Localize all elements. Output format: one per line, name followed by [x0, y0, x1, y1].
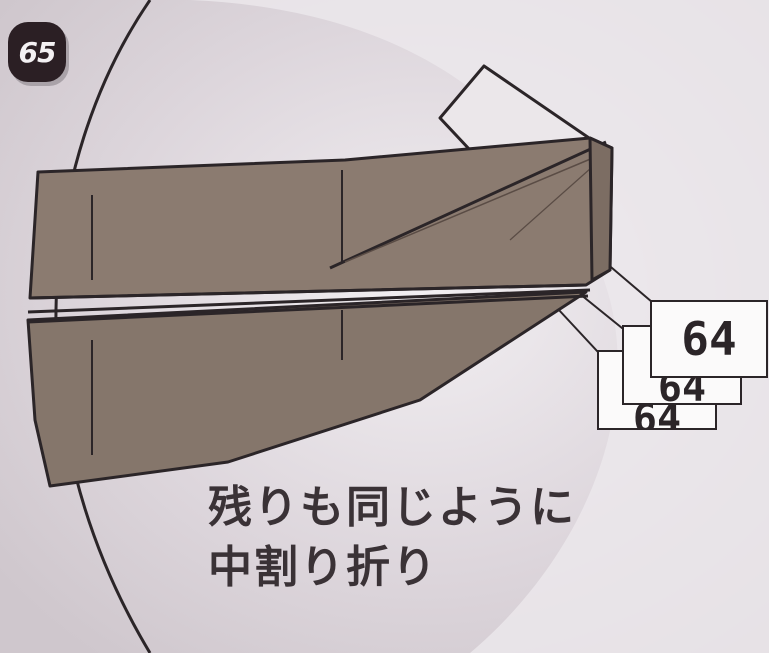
fold-reference-tag-front: 64	[650, 300, 768, 378]
instruction-line-1: 残りも同じように	[208, 482, 576, 533]
step-number-badge: 65	[8, 22, 66, 82]
instruction-text: 残りも同じように 中割り折り	[208, 478, 576, 598]
background-light-band	[190, 0, 769, 653]
step-number: 65	[18, 35, 57, 69]
layer-edge-1	[29, 283, 587, 300]
guide-arc	[54, 0, 152, 653]
fold-reference-number-front: 64	[681, 312, 737, 366]
instruction-line-2: 中割り折り	[208, 542, 438, 593]
layer-edge-3	[27, 294, 589, 324]
model-end-face	[588, 136, 614, 282]
model-lower-body	[26, 290, 588, 488]
layer-edge-2	[27, 288, 591, 314]
diagonal-fold	[329, 140, 607, 270]
crease-line	[509, 159, 601, 241]
diagonal-fold-inner	[344, 154, 601, 263]
